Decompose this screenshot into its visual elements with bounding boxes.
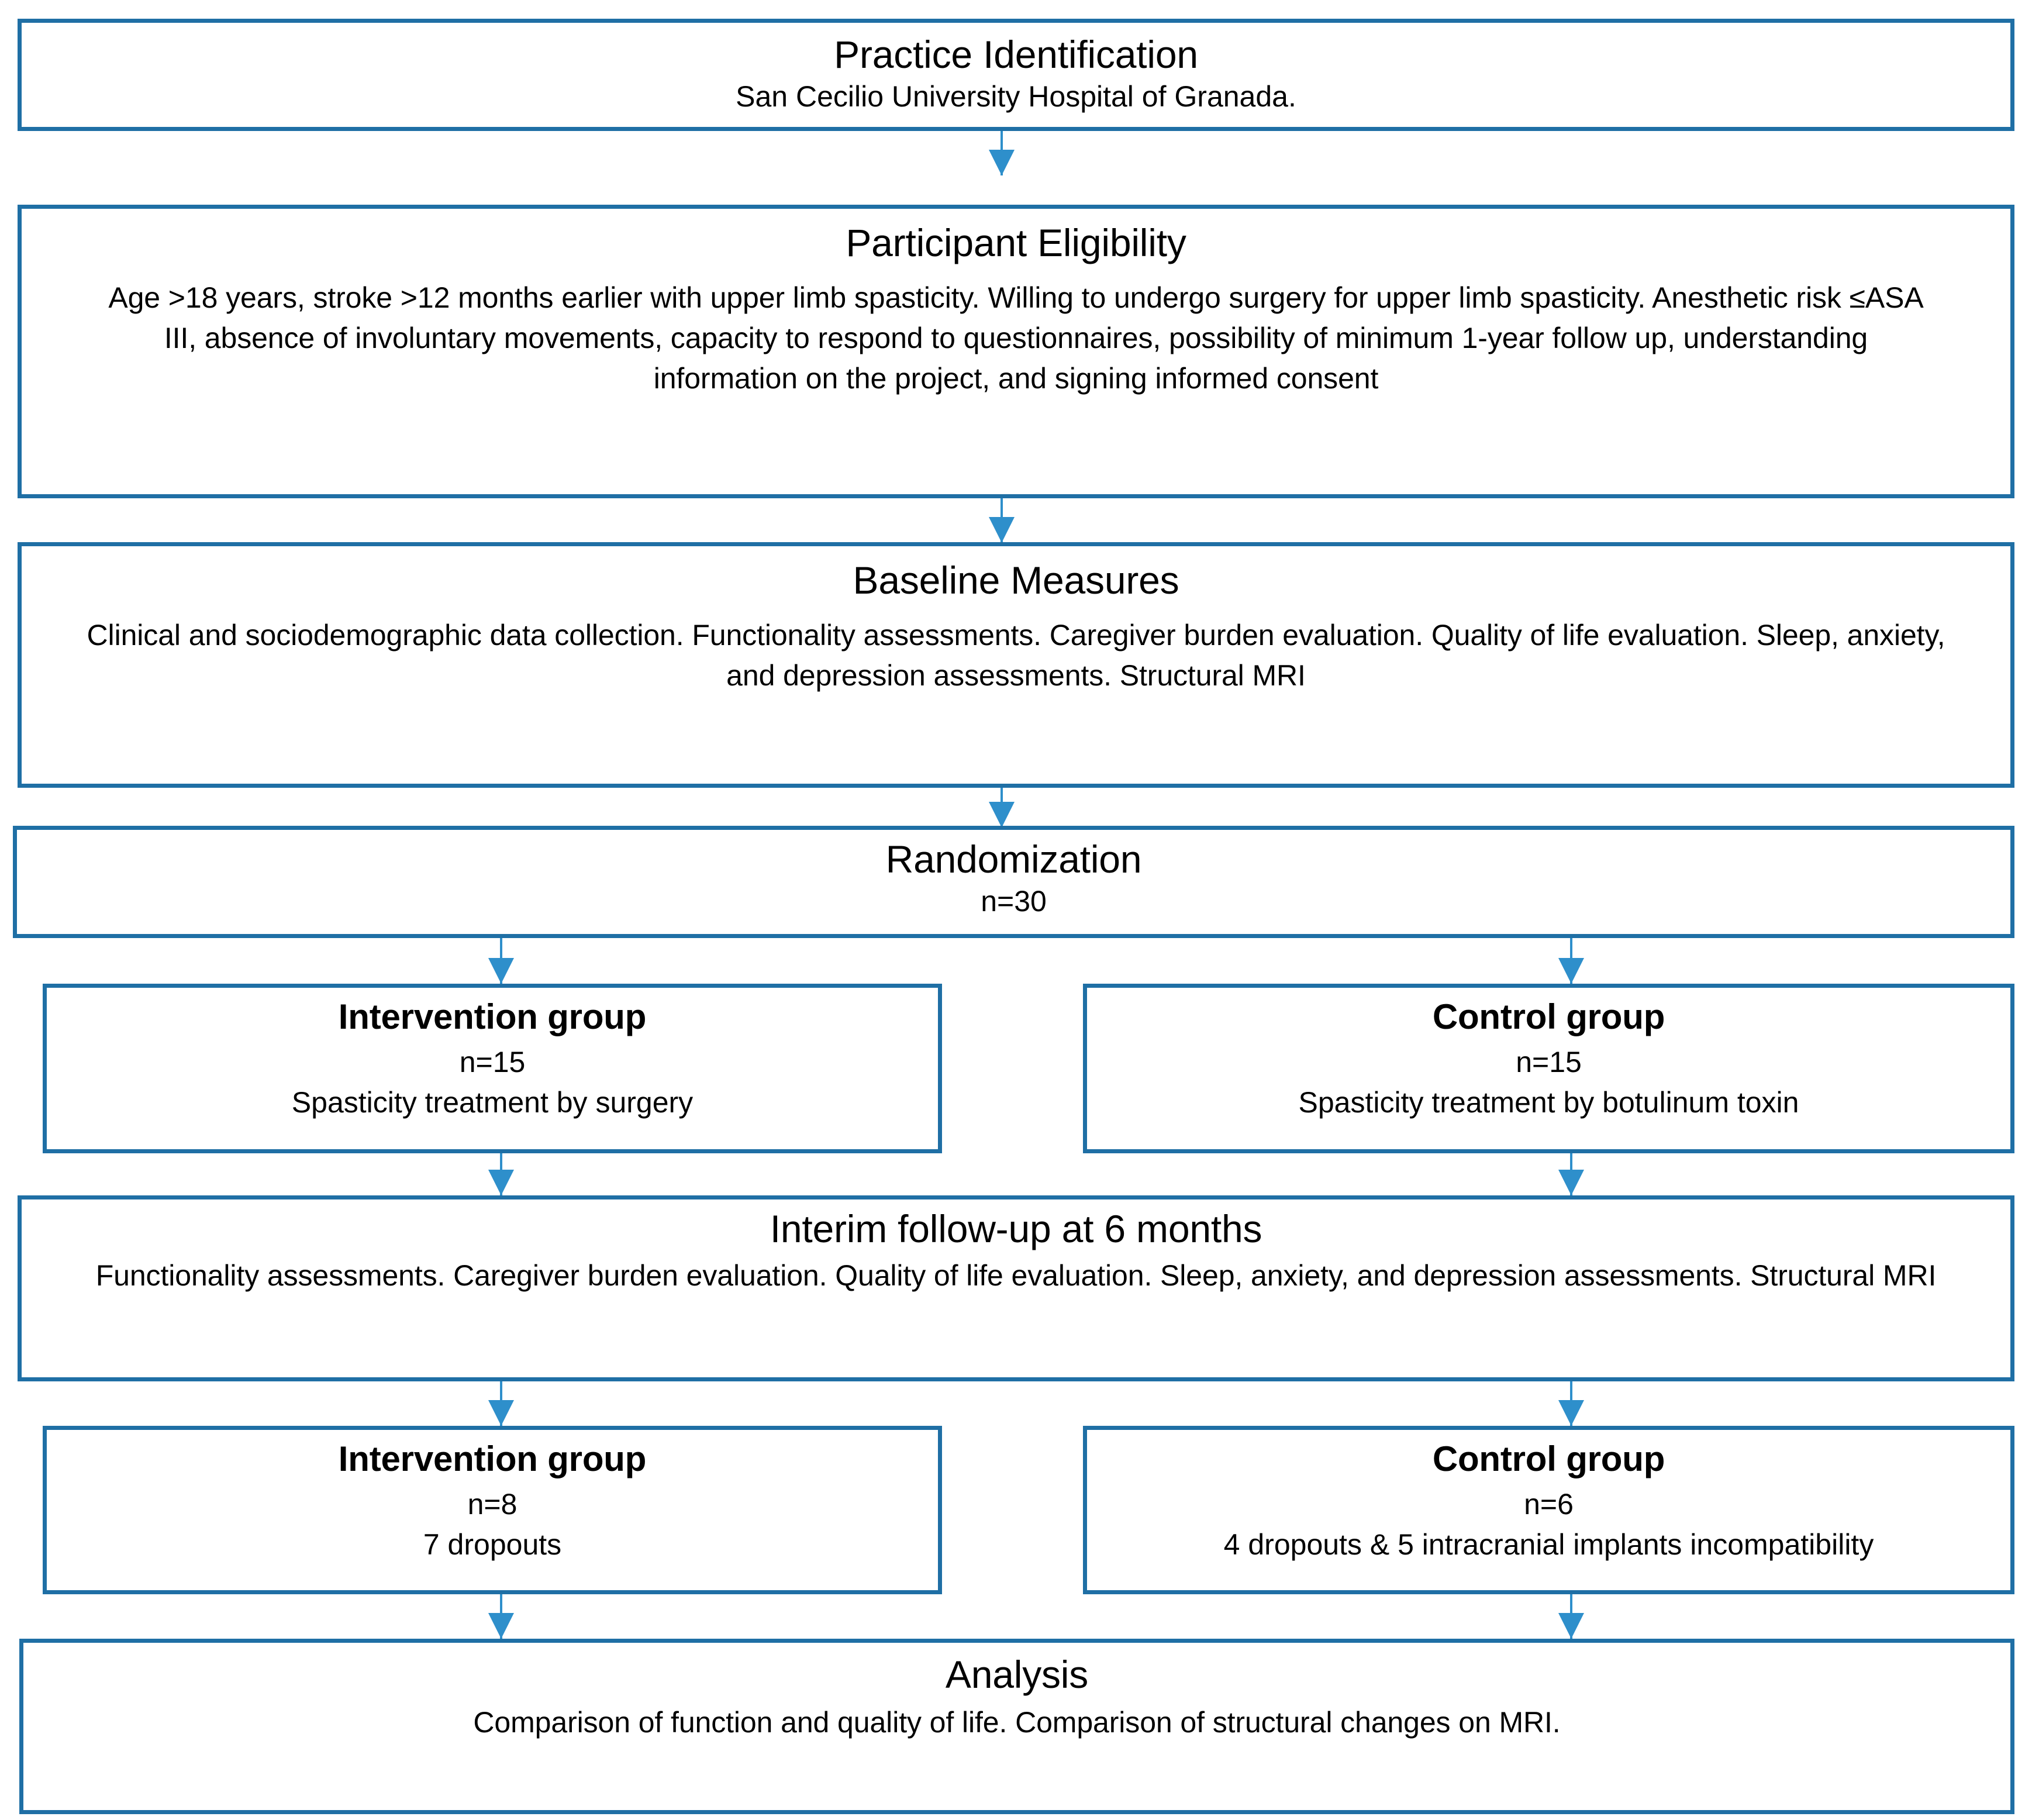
node-randomization: Randomization n=30 bbox=[13, 826, 2014, 938]
randomization-title: Randomization bbox=[885, 837, 1142, 881]
intervention-group-2-detail: 7 dropouts bbox=[423, 1528, 562, 1562]
intervention-group-1-title: Intervention group bbox=[338, 997, 647, 1036]
analysis-body: Comparison of function and quality of li… bbox=[473, 1705, 1561, 1739]
participant-eligibility-title: Participant Eligibility bbox=[846, 221, 1186, 264]
control-group-1-title: Control group bbox=[1432, 997, 1665, 1036]
node-interim-followup: Interim follow-up at 6 months Functional… bbox=[18, 1195, 2014, 1381]
randomization-n: n=30 bbox=[981, 884, 1047, 918]
control-group-1-n: n=15 bbox=[1516, 1046, 1582, 1079]
baseline-measures-title: Baseline Measures bbox=[853, 559, 1179, 602]
intervention-group-2-title: Intervention group bbox=[338, 1439, 647, 1478]
practice-identification-title: Practice Identification bbox=[834, 33, 1198, 76]
node-practice-identification: Practice Identification San Cecilio Univ… bbox=[18, 19, 2014, 131]
node-baseline-measures: Baseline Measures Clinical and sociodemo… bbox=[18, 542, 2014, 788]
node-participant-eligibility: Participant Eligibility Age >18 years, s… bbox=[18, 205, 2014, 498]
control-group-2-n: n=6 bbox=[1524, 1488, 1574, 1521]
practice-identification-body: San Cecilio University Hospital of Grana… bbox=[736, 80, 1296, 113]
node-control-group-2: Control group n=6 4 dropouts & 5 intracr… bbox=[1083, 1426, 2014, 1594]
control-group-2-title: Control group bbox=[1432, 1439, 1665, 1478]
baseline-measures-body: Clinical and sociodemographic data colle… bbox=[87, 618, 1945, 692]
control-group-1-detail: Spasticity treatment by botulinum toxin bbox=[1298, 1086, 1799, 1119]
analysis-title: Analysis bbox=[945, 1653, 1089, 1696]
node-intervention-group-2: Intervention group n=8 7 dropouts bbox=[43, 1426, 942, 1594]
control-group-2-detail: 4 dropouts & 5 intracranial implants inc… bbox=[1223, 1528, 1874, 1562]
intervention-group-1-n: n=15 bbox=[459, 1046, 526, 1079]
node-analysis: Analysis Comparison of function and qual… bbox=[19, 1639, 2014, 1814]
intervention-group-1-detail: Spasticity treatment by surgery bbox=[291, 1086, 694, 1119]
intervention-group-2-n: n=8 bbox=[467, 1488, 518, 1521]
interim-followup-title: Interim follow-up at 6 months bbox=[770, 1207, 1262, 1250]
node-intervention-group-1: Intervention group n=15 Spasticity treat… bbox=[43, 984, 942, 1153]
node-control-group-1: Control group n=15 Spasticity treatment … bbox=[1083, 984, 2014, 1153]
interim-followup-body: Functionality assessments. Caregiver bur… bbox=[95, 1259, 1937, 1292]
participant-eligibility-body: Age >18 years, stroke >12 months earlier… bbox=[108, 281, 1924, 395]
